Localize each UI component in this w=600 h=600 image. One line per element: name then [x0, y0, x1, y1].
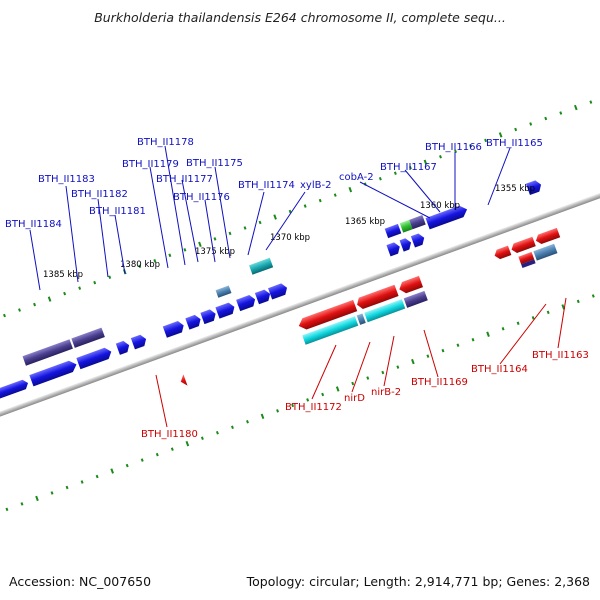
gene-box[interactable] — [249, 257, 274, 275]
upper-tick-track — [3, 100, 593, 318]
gene-arrow[interactable] — [493, 245, 512, 261]
kbp-label: 1380 kbp — [120, 260, 160, 270]
gene-arrow[interactable] — [525, 179, 543, 196]
gene-arrow[interactable] — [179, 374, 188, 387]
accession-text: Accession: NC_007650 — [9, 574, 151, 589]
gene-label[interactable]: nirD — [344, 393, 365, 404]
gene-arrow[interactable] — [115, 340, 131, 355]
gene-arrow[interactable] — [410, 232, 426, 248]
gene-arrow[interactable] — [510, 236, 536, 255]
kbp-label: 1375 kbp — [195, 247, 235, 257]
map-title: Burkholderia thailandensis E264 chromoso… — [94, 10, 506, 25]
gene-arrow[interactable] — [268, 282, 289, 300]
gene-label[interactable]: BTH_II1167 — [380, 162, 437, 173]
gene-arrow[interactable] — [215, 301, 236, 319]
reverse-strand-genes — [179, 227, 561, 387]
gene-arrow[interactable] — [185, 314, 202, 330]
kbp-label: 1360 kbp — [420, 201, 460, 211]
gene-label[interactable]: cobA-2 — [339, 172, 374, 183]
gene-label[interactable]: BTH_II1180 — [141, 429, 198, 440]
gene-arrow[interactable] — [386, 241, 401, 257]
kbp-label: 1355 kbp — [495, 184, 535, 194]
gene-arrow[interactable] — [355, 284, 399, 311]
gene-arrow[interactable] — [297, 299, 358, 332]
gene-label[interactable]: BTH_II1163 — [532, 350, 589, 361]
gene-label[interactable]: BTH_II1176 — [173, 192, 230, 203]
gene-arrow[interactable] — [399, 237, 414, 252]
gene-box[interactable] — [364, 299, 406, 323]
kbp-label: 1385 kbp — [43, 270, 83, 280]
gene-label[interactable]: BTH_II1181 — [89, 206, 146, 217]
gene-arrow[interactable] — [76, 346, 113, 370]
kbp-scale-labels: 1355 kbp 1360 kbp 1365 kbp 1370 kbp 1375… — [43, 184, 535, 280]
gene-arrow[interactable] — [29, 359, 78, 387]
gene-label[interactable]: BTH_II1164 — [471, 364, 528, 375]
gene-label[interactable]: xylB-2 — [300, 180, 331, 191]
gene-box[interactable] — [399, 219, 413, 233]
gene-label[interactable]: BTH_II1172 — [285, 402, 342, 413]
gene-box[interactable] — [215, 285, 232, 298]
forward-gene-labels: BTH_II1178 BTH_II1179 BTH_II1175 BTH_II1… — [5, 137, 543, 230]
lower-tick-track — [5, 294, 595, 512]
kbp-label: 1365 kbp — [345, 217, 385, 227]
gene-arrow[interactable] — [0, 378, 30, 405]
gene-label[interactable]: BTH_II1178 — [137, 137, 194, 148]
genome-track — [0, 100, 600, 512]
gene-label[interactable]: BTH_II1182 — [71, 189, 128, 200]
forward-strand-genes — [0, 179, 543, 405]
gene-label[interactable]: BTH_II1179 — [122, 159, 179, 170]
reverse-leader-lines — [155, 297, 567, 428]
forward-leader-lines — [29, 145, 511, 291]
gene-arrow[interactable] — [162, 320, 186, 338]
gene-label[interactable]: BTH_II1165 — [486, 138, 543, 149]
gene-box[interactable] — [302, 316, 359, 345]
gene-box[interactable] — [71, 327, 105, 348]
gene-box[interactable] — [409, 215, 426, 230]
gene-box[interactable] — [22, 339, 73, 366]
gene-arrow[interactable] — [200, 308, 217, 325]
gene-box[interactable] — [403, 290, 428, 308]
gene-arrow[interactable] — [397, 275, 424, 295]
gene-label[interactable]: BTH_II1177 — [156, 174, 213, 185]
gene-label[interactable]: BTH_II1175 — [186, 158, 243, 169]
topology-text: Topology: circular; Length: 2,914,771 bp… — [246, 574, 590, 589]
gene-arrow[interactable] — [236, 294, 257, 312]
kbp-label: 1370 kbp — [270, 233, 310, 243]
gene-box[interactable] — [384, 223, 402, 239]
gene-arrow[interactable] — [425, 204, 470, 230]
gene-box[interactable] — [533, 243, 558, 261]
gene-box[interactable] — [356, 313, 366, 325]
gene-label[interactable]: BTH_II1166 — [425, 142, 482, 153]
gene-box[interactable] — [518, 251, 535, 265]
gene-arrow[interactable] — [534, 227, 561, 246]
gene-arrow[interactable] — [254, 288, 272, 305]
gene-label[interactable]: BTH_II1169 — [411, 377, 468, 388]
gene-arrow[interactable] — [130, 333, 148, 350]
reverse-gene-labels: BTH_II1180 BTH_II1172 nirD nirB-2 BTH_II… — [141, 350, 589, 440]
gene-label[interactable]: BTH_II1184 — [5, 219, 62, 230]
gene-label[interactable]: nirB-2 — [371, 387, 401, 398]
gene-label[interactable]: BTH_II1183 — [38, 174, 95, 185]
chromosome-backbone — [0, 158, 600, 451]
gene-label[interactable]: BTH_II1174 — [238, 180, 295, 191]
gene-box[interactable] — [521, 259, 536, 268]
